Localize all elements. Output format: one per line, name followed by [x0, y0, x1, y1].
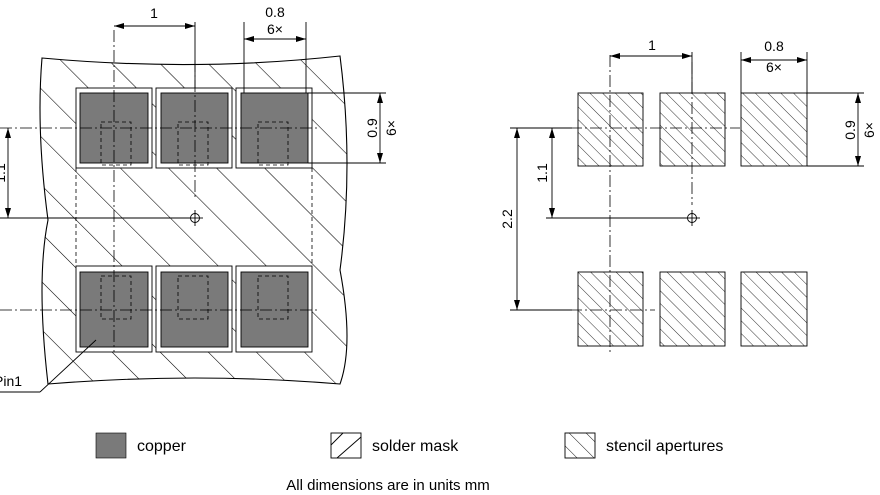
legend-stencil-label: stencil apertures — [606, 438, 723, 455]
stencil-swatch — [564, 432, 596, 459]
legend-item-copper: copper — [95, 432, 187, 459]
right-row-pitch-dimension: 2.2 — [499, 128, 520, 310]
right-stencil-view: 1.1 2.2 1 0.8 6× — [499, 37, 877, 352]
stencil-aperture — [740, 271, 808, 347]
legend-item-solder-mask: solder mask — [330, 432, 459, 459]
right-row-pitch-label: 2.2 — [499, 209, 515, 229]
legend: copper solder mask stencil apertures — [95, 432, 723, 459]
right-stencil-apertures — [577, 92, 808, 347]
left-pad-count-label: 6× — [267, 21, 283, 37]
legend-copper-label: copper — [137, 438, 187, 455]
left-footprint-view: 1.1 1 0.8 6× 0.9 6× — [0, 4, 399, 393]
right-origin-marker — [546, 210, 700, 226]
stencil-aperture — [740, 92, 808, 167]
left-package-outline — [75, 168, 313, 266]
right-pad-width-label: 0.8 — [764, 38, 784, 54]
left-pitch-dimension: 1 — [114, 5, 196, 88]
legend-item-stencil-apertures: stencil apertures — [564, 432, 723, 459]
copper-pad — [160, 271, 229, 348]
units-footnote: All dimensions are in units mm — [286, 477, 489, 494]
right-pitch-label: 1 — [648, 37, 656, 53]
stencil-aperture — [659, 271, 726, 347]
right-row-offset-label: 1.1 — [534, 163, 550, 183]
solder-mask-swatch — [330, 432, 362, 459]
stencil-aperture — [577, 92, 644, 167]
right-pad-height-dimension: 0.9 6× — [807, 92, 877, 167]
left-pad-width-label: 0.8 — [265, 4, 285, 20]
right-pad-width-dimension: 0.8 6× — [740, 38, 808, 93]
copper-pad — [240, 271, 309, 348]
right-pad-height-label: 0.9 — [842, 120, 858, 140]
left-origin-marker — [0, 210, 203, 226]
left-pad-height-dimension: 0.9 6× — [308, 92, 399, 164]
left-row-offset-label: 1.1 — [0, 163, 8, 183]
stencil-aperture — [577, 271, 644, 347]
left-inner-outlines — [100, 121, 289, 320]
left-pad-height-count-label: 6× — [383, 120, 399, 136]
right-pad-count-label: 6× — [766, 59, 782, 75]
right-pad-height-count-label: 6× — [861, 122, 877, 138]
pin1-leader: Pin1 — [0, 339, 97, 393]
left-row-offset-dimension: 1.1 — [0, 128, 11, 218]
legend-solder-mask-label: solder mask — [372, 438, 459, 455]
pin1-label: Pin1 — [0, 373, 22, 389]
right-pitch-dimension: 1 — [610, 37, 693, 93]
left-pitch-label: 1 — [150, 5, 158, 21]
right-row-offset-dimension: 1.1 — [534, 128, 555, 218]
left-pad-height-label: 0.9 — [364, 118, 380, 138]
copper-swatch — [95, 432, 127, 459]
stencil-aperture — [659, 92, 726, 167]
left-pad-width-dimension: 0.8 6× — [243, 4, 307, 93]
